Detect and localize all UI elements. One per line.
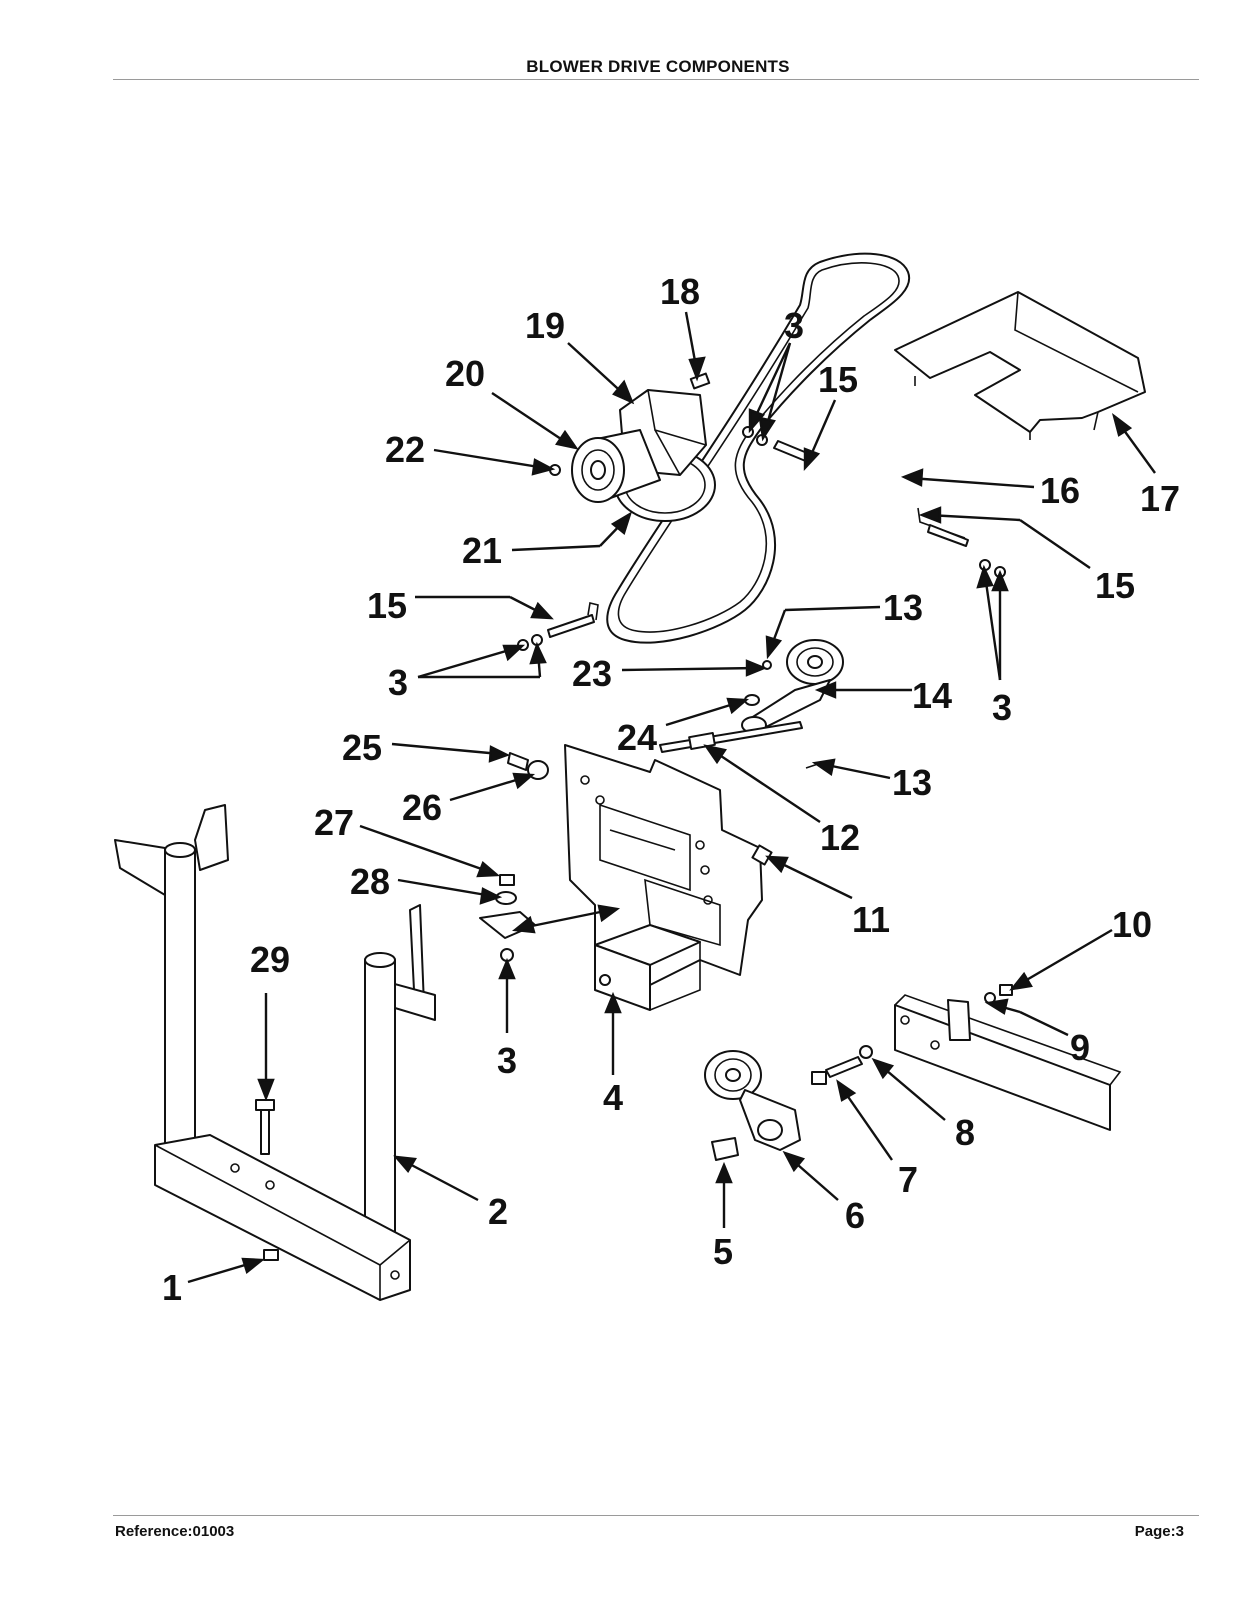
bolt-washer-rail — [984, 984, 1013, 1004]
callout-3: 3 — [388, 662, 408, 703]
callout-22: 22 — [385, 429, 425, 470]
callout-13: 13 — [892, 762, 932, 803]
callout-19: 19 — [525, 305, 565, 346]
callout-3: 3 — [784, 305, 804, 346]
nut-bottom — [263, 1249, 279, 1261]
callout-17: 17 — [1140, 478, 1180, 519]
parts-drawing — [114, 252, 1146, 1301]
callout-23: 23 — [572, 653, 612, 694]
callout-6: 6 — [845, 1195, 865, 1236]
callout-25: 25 — [342, 727, 382, 768]
page-number: Page:3 — [1134, 1523, 1184, 1540]
callout-21: 21 — [462, 530, 502, 571]
callout-labels: 18 19 3 15 20 22 16 17 21 15 15 13 3 23 … — [162, 271, 1180, 1308]
frame-stand — [114, 804, 436, 1301]
callout-1: 1 — [162, 1267, 182, 1308]
gearbox-assembly — [571, 389, 716, 522]
eye-bolt-right — [917, 507, 1006, 578]
eye-bolt-left — [517, 602, 599, 651]
callout-3: 3 — [497, 1040, 517, 1081]
callout-26: 26 — [402, 787, 442, 828]
callout-16: 16 — [1040, 470, 1080, 511]
callout-11: 11 — [852, 899, 890, 940]
callout-24: 24 — [617, 717, 657, 758]
callout-4: 4 — [603, 1077, 623, 1118]
callout-2: 2 — [488, 1191, 508, 1232]
callout-10: 10 — [1112, 904, 1152, 945]
long-bolt — [255, 1099, 275, 1155]
reference-number: Reference:01003 — [115, 1523, 235, 1540]
callout-18: 18 — [660, 271, 700, 312]
callout-12: 12 — [820, 817, 860, 858]
belt-guard-cover — [894, 291, 1146, 440]
callout-15: 15 — [1095, 565, 1135, 606]
callout-3: 3 — [992, 687, 1012, 728]
callout-13: 13 — [883, 587, 923, 628]
lower-idler-assembly — [704, 1050, 801, 1161]
idler-arm-assembly — [741, 639, 844, 734]
plate-fasteners — [479, 874, 536, 962]
callout-7: 7 — [898, 1159, 918, 1200]
callout-14: 14 — [912, 675, 952, 716]
callout-5: 5 — [713, 1231, 733, 1272]
mounting-bracket — [564, 744, 763, 1011]
callout-27: 27 — [314, 802, 354, 843]
adjuster-rod — [659, 721, 819, 769]
leader-lines — [187, 311, 1156, 1284]
callout-29: 29 — [250, 939, 290, 980]
callout-15: 15 — [367, 585, 407, 626]
page-title: BLOWER DRIVE COMPONENTS — [526, 57, 790, 76]
bolt-washer-lower — [811, 1045, 873, 1085]
support-rail — [894, 994, 1122, 1131]
callout-15: 15 — [818, 359, 858, 400]
callout-9: 9 — [1070, 1027, 1090, 1068]
callout-20: 20 — [445, 353, 485, 394]
callout-8: 8 — [955, 1112, 975, 1153]
header-divider — [113, 79, 1199, 80]
callout-28: 28 — [350, 861, 390, 902]
footer-divider — [113, 1515, 1199, 1516]
